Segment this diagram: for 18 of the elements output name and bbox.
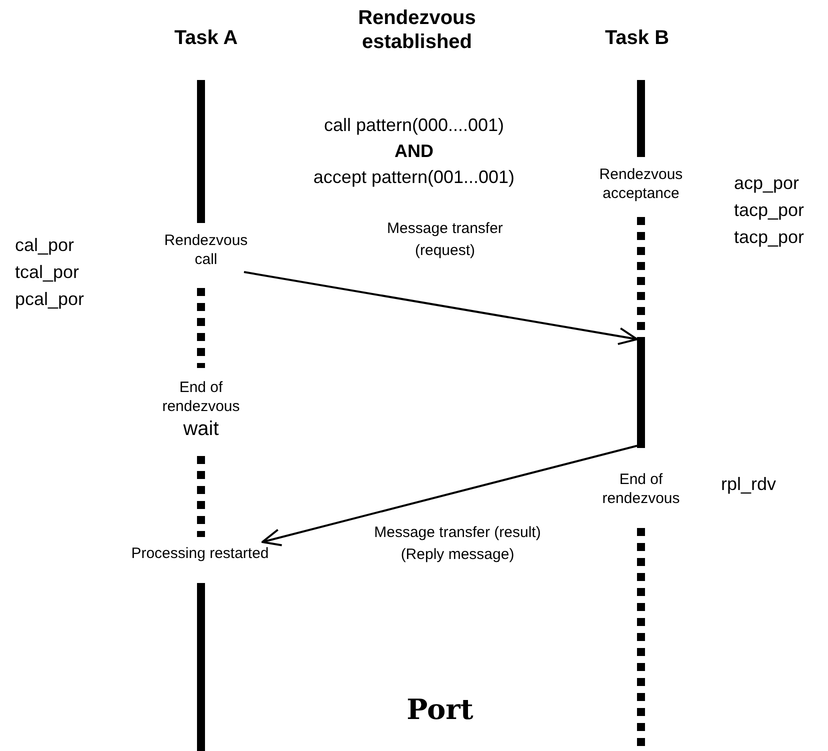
- arrow: [261, 444, 638, 546]
- arrow: [244, 271, 638, 346]
- condition-text: accept pattern(001...001): [312, 166, 516, 188]
- port-name: tacp_por: [734, 226, 806, 248]
- column-heading: Task A: [173, 26, 239, 50]
- diagram-label: Port: [406, 693, 474, 727]
- port-name: tacp_por: [734, 199, 806, 221]
- condition-text: call pattern(000....001): [322, 114, 506, 136]
- column-heading: Rendezvous established: [357, 6, 477, 54]
- event-label: Processing restarted: [131, 544, 269, 562]
- lifeline-segment: [637, 337, 645, 448]
- port-name: acp_por: [734, 172, 800, 194]
- port-name: tcal_por: [15, 261, 80, 283]
- port-name: pcal_por: [15, 288, 86, 310]
- port-name: cal_por: [15, 234, 76, 256]
- port-name: rpl_rdv: [721, 473, 778, 495]
- condition-text: AND: [394, 140, 434, 162]
- column-heading: Task B: [604, 26, 670, 50]
